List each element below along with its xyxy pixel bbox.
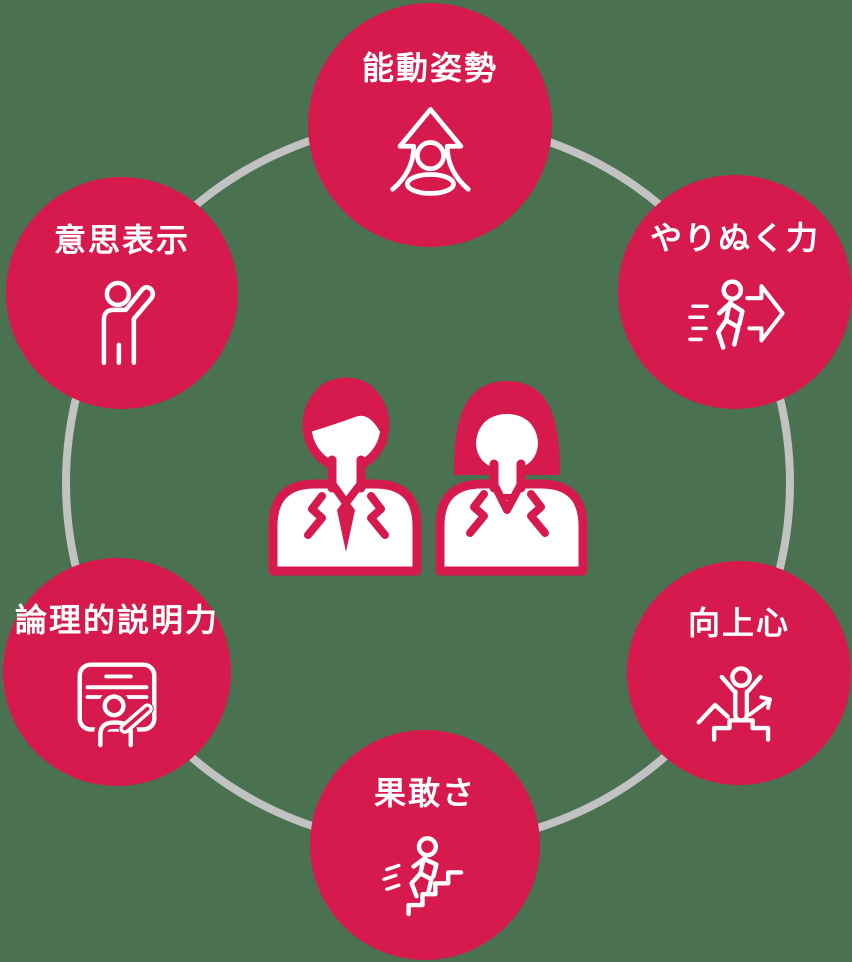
- businessman-figure: [268, 377, 422, 576]
- node-label-active-attitude: 能動姿勢: [361, 50, 498, 87]
- node-logical-explanation: 論理的説明力: [3, 558, 231, 786]
- node-boldness: 果敢さ: [310, 730, 540, 960]
- node-label-perseverance: やりぬく力: [649, 220, 820, 257]
- node-perseverance: やりぬく力: [618, 175, 852, 409]
- node-label-boldness: 果敢さ: [373, 774, 476, 811]
- person-on-podium-icon: [696, 666, 772, 742]
- person-running-arrow-icon: [687, 279, 785, 351]
- node-label-logical-explanation: 論理的説明力: [14, 602, 219, 639]
- presentation-board-icon: [77, 662, 157, 748]
- node-ambition: 向上心: [627, 561, 851, 785]
- person-forward-arrow-icon: [389, 106, 471, 196]
- node-label-ambition: 向上心: [687, 604, 790, 641]
- node-self-expression: 意思表示: [6, 177, 238, 409]
- node-label-self-expression: 意思表示: [53, 222, 190, 259]
- person-climbing-stairs-icon: [381, 836, 463, 917]
- person-raising-hand-icon: [101, 280, 156, 365]
- businessman-businesswoman-icon: [268, 377, 588, 576]
- businesswoman-figure: [435, 381, 588, 576]
- node-active-attitude: 能動姿勢: [308, 3, 552, 247]
